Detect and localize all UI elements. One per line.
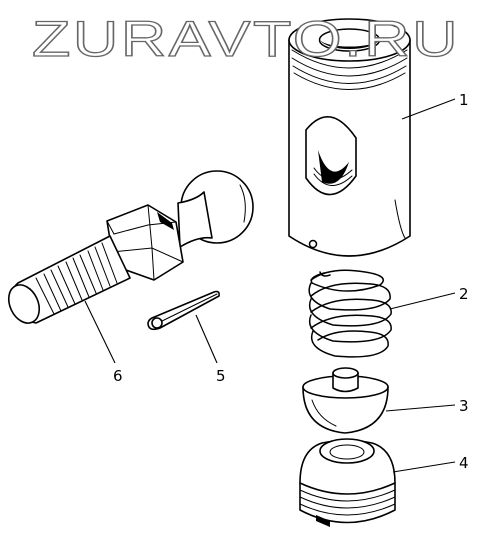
callout-1: 1: [459, 91, 469, 109]
part-6-ball-stud: [7, 170, 254, 324]
leader-lines: [84, 98, 456, 473]
callout-labels: 1 2 3 4 5 6: [113, 91, 469, 472]
watermark-text: ZURAVTO.RU: [32, 11, 460, 67]
callout-3: 3: [459, 397, 469, 415]
callout-2: 2: [459, 285, 469, 303]
part-2-coil-spring: [308, 269, 392, 358]
callout-4: 4: [459, 454, 469, 472]
part-3-ball-seat: [302, 367, 389, 434]
callout-5: 5: [216, 367, 226, 385]
part-1-socket-housing: [288, 18, 411, 257]
part-4-threaded-plug: [299, 438, 396, 527]
callout-6: 6: [113, 367, 123, 385]
part-5-cotter-pin: [147, 290, 220, 331]
